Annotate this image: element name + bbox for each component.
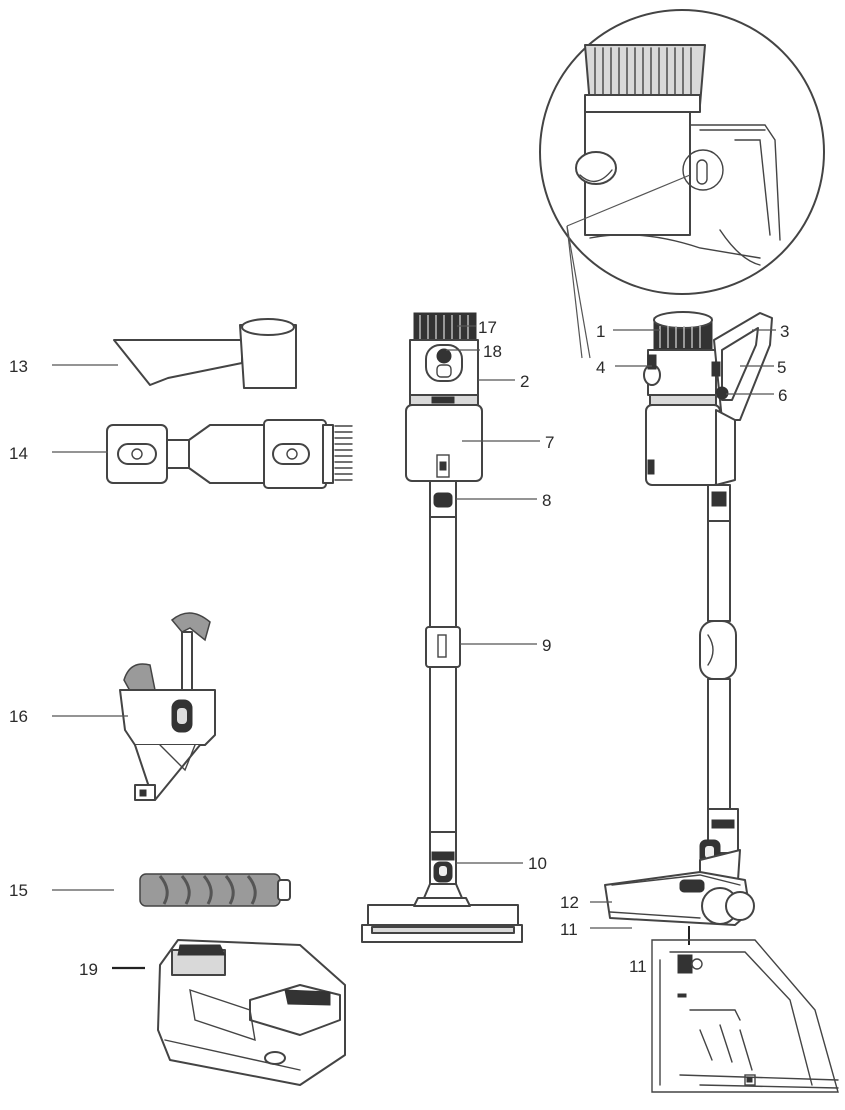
label-6: 6 <box>778 386 787 405</box>
crevice-tool <box>113 318 297 389</box>
label-9: 9 <box>542 636 551 655</box>
combination-tool <box>106 419 353 489</box>
label-12: 12 <box>560 893 579 912</box>
label-15: 15 <box>9 881 28 900</box>
docking-detail <box>651 926 839 1093</box>
brush-bristles <box>334 425 353 481</box>
label-2: 2 <box>520 372 529 391</box>
detail-magnifier <box>539 9 825 295</box>
label-18: 18 <box>483 342 502 361</box>
label-16: 16 <box>9 707 28 726</box>
magnifier-leaders <box>566 174 691 359</box>
label-13: 13 <box>9 357 28 376</box>
vacuum-side-view <box>604 311 773 926</box>
leader-lines <box>52 325 776 970</box>
label-8: 8 <box>542 491 551 510</box>
charging-base <box>157 939 346 1086</box>
label-11-upper: 11 <box>560 920 578 939</box>
label-17: 17 <box>478 318 497 337</box>
wall-holder <box>119 612 216 801</box>
label-7: 7 <box>545 433 554 452</box>
roller-brush <box>139 873 291 907</box>
cap-ribs <box>594 47 692 104</box>
label-3: 3 <box>780 322 789 341</box>
label-10: 10 <box>528 854 547 873</box>
label-5: 5 <box>777 358 786 377</box>
part-labels: 13 14 16 15 19 17 18 2 7 8 9 10 1 4 3 5 … <box>9 318 789 979</box>
label-14: 14 <box>9 444 28 463</box>
vacuum-front-view <box>361 312 523 943</box>
label-1: 1 <box>596 322 605 341</box>
label-11-lower: 11 <box>629 957 647 976</box>
label-19: 19 <box>79 960 98 979</box>
label-4: 4 <box>596 358 605 377</box>
